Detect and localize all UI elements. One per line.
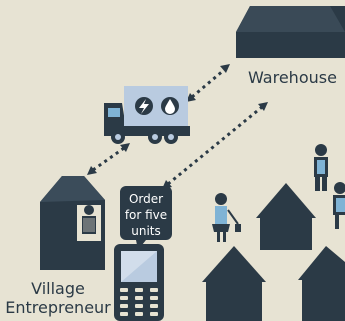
arrowhead-truck-upper [186,93,196,102]
arrowhead-warehouse-lower [258,102,268,111]
hut-front-right [298,246,345,321]
villager-man [314,144,328,191]
water-drop-icon [161,97,179,115]
warehouse-label: Warehouse [248,68,337,87]
arrowhead-warehouse-upper [220,64,230,73]
hut-back-center [256,183,316,250]
order-bubble-line-3: units [131,224,161,238]
village-entrepreneur-line-2: Entrepreneur [5,298,111,317]
arrowhead-village-upper [87,166,97,175]
villager-woman-lantern [212,193,241,242]
order-bubble-text: Order for five units [122,191,170,239]
order-bubble-line-2: for five [124,208,168,222]
hut-front-left [202,246,266,321]
warehouse-building [236,6,345,58]
delivery-truck [104,86,190,144]
arrow-warehouse-truck [191,68,225,99]
village-entrepreneur-label: Village Entrepreneur [0,279,116,317]
entrepreneur-house [40,176,105,270]
order-bubble-line-1: Order [128,192,164,206]
lightning-icon [135,97,153,115]
mobile-phone [114,244,164,321]
arrowhead-truck-lower [120,143,130,152]
arrow-truck-village [92,146,125,172]
village-entrepreneur-line-1: Village [31,279,85,298]
villager-right-edge [333,182,345,229]
